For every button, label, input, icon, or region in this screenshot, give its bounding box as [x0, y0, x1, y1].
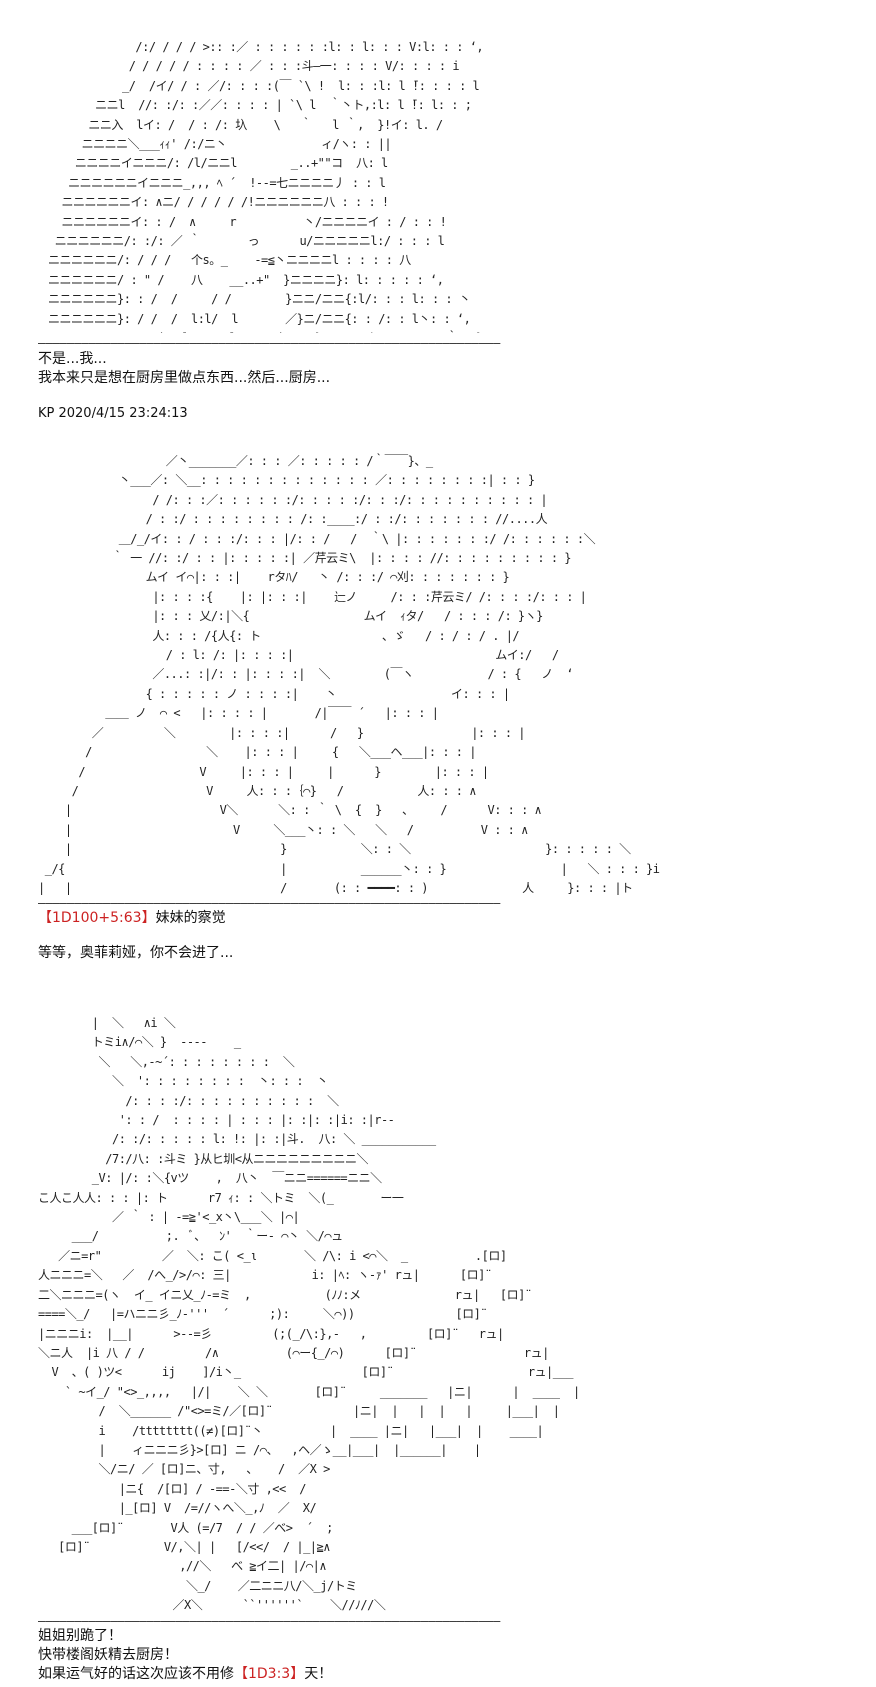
dice-roll-2: 【1D3:3】: [234, 1666, 305, 1682]
ascii-art-2-line: ムイ イ⌒|: : :| rタﾊ/ 丶 /: : :/ ⌒刈: : : : : …: [38, 570, 510, 585]
ascii-art-3-line: ＼/ニ/ ／ [ロ]ニ、寸, 、 / ／X >: [38, 1462, 331, 1477]
ascii-art-3: | ＼ ∧i ＼ トミi∧/⌒＼ } ---- _ ＼ ＼,-~´: : : :…: [38, 1014, 580, 1614]
ascii-art-2-line: | | / (: : ━━━━: : ) 人 }: : : |ト: [38, 880, 633, 895]
ascii-art-3-line: |_[ロ] V /=//ヽへ＼_,ﾉ ／ X/: [38, 1501, 317, 1516]
ascii-art-3-line: _V: |/: :＼{vツ , 八丶 ￣ニニ======ニニ＼: [38, 1171, 382, 1186]
dice-roll-1: 【1D100+5:63】: [38, 910, 156, 926]
ascii-art-3-line: / ＼______ /"<>=ミ/／[ロ]¨ |ニ| | | | | |___|…: [38, 1404, 560, 1419]
ascii-art-3-line: | ィニニニ彡}>[ロ] ニ /⌒、 ,ヘ／ゝ__|___| |______| …: [38, 1442, 482, 1457]
ascii-art-2-line: { : : : : : ノ : : : :| 丶 イ: : : |: [38, 686, 511, 701]
ascii-art-3-line: |ニ{ /[ロ] / -==-＼寸 ,<< /: [38, 1481, 307, 1496]
ascii-art-1-line: ニニニニニニ// / ／:::l // -=l ／ : :}ニニニニ入 : : …: [48, 329, 483, 333]
ascii-art-3-line: こ人こ人人: : : |: ト r7 ｨ: : ＼トミ ＼(_ ー一: [38, 1190, 404, 1205]
ascii-art-3-line: i /tttttttt((≠)[ロ]¨丶 | ____ |ニ| |___| | …: [38, 1423, 544, 1438]
ascii-art-3-line: ___/ ;. ﾞ、 ﾝ' ｀ー‐ ⌒丶 ＼/⌒ュ: [38, 1229, 343, 1244]
ascii-art-2-line: ＿＿ ノ ⌒ < |: : : : | /|￣￣ ´ |: : : |: [38, 706, 439, 721]
ascii-art-1-line: _/ /イ/ / : ／/: : : :(￣ `\ ! l: : :l: l ̄…: [48, 78, 480, 93]
separator-2: ————————————————————————————————————————…: [38, 896, 501, 910]
ascii-art-2: ／丶_______／: : : ／: : : : : /｀￣￣}、_ 丶___／…: [38, 452, 660, 896]
ascii-art-2-line: ／ ＼ |: : : :| / } |: : : |: [38, 725, 526, 740]
ascii-art-3-line: ====＼_/ |=ハニニ彡_ﾉ-''' ´ ;): ＼⌒)) [ロ]¨: [38, 1307, 488, 1322]
ascii-art-3-line: ＼ニ人 |i 八 / / /∧ (⌒ー{_/⌒) [ロ]¨ rュ|: [38, 1345, 549, 1360]
ascii-art-1-line: ニニl //: :/: :／／: : : : | `\ l ｀丶ト,:l: l …: [48, 98, 472, 113]
ascii-art-3-line: /7:/八: :斗ミ }从ヒ圳<从ニニニニニニニニニ＼: [38, 1151, 368, 1166]
post-3-line-1: 姐姐别跪了！: [38, 1628, 122, 1644]
ascii-art-1-line: ニニニニニニイニニニ_,,, ﾍ ´ !--=七ニニニニ丿 : : l: [48, 175, 386, 190]
ascii-art-1-line: ニニニニニニ/: / / / 个s。_ -=≦丶ニニニニl : : : : 八: [48, 253, 411, 268]
ascii-art-2-line: ／丶_______／: : : ／: : : : : /｀￣￣}、_: [38, 454, 433, 468]
post-1-line-1: 不是...我...: [38, 351, 107, 367]
ascii-art-3-line: ': : / : : : : | : : : |: :|: :|i: :|r‐‐: [38, 1113, 395, 1128]
ascii-art-3-line: | ＼ ∧i ＼: [38, 1016, 176, 1030]
ascii-art-2-line: ｀ 一 //: :/ : : |: : : : :| ／芹云ミ\ |: : : …: [38, 551, 572, 566]
post-2-title: 妹妹的察觉: [155, 910, 226, 926]
ascii-art-2-line: ／...: :|/: : |: : : :| ＼ (￣ヽ / : { ノ ‘: [38, 667, 573, 682]
ascii-art-1-line: ニニニニ＼___ｨｨ' /:/ニ丶 ィ/ヽ: : ||: [48, 137, 392, 152]
ascii-art-2-line: / V 人: : :｛⌒} / 人: : : ∧: [38, 783, 477, 798]
ascii-art-2-line: / : l: /: |: : : :| ムイ:/ /: [38, 648, 559, 663]
ascii-art-1-line: ニニニニニニ/: :/: ／ ｀ っ u/ニニニニニl:/ : : : l: [48, 234, 445, 249]
ascii-art-3-line: [ロ]¨ V/,＼| | [/<</ / |_|≧∧: [38, 1539, 330, 1554]
ascii-art-2-line: / V |: : : | | } |: : : |: [38, 764, 489, 779]
post-2-header: 【1D100+5:63】妹妹的察觉: [38, 909, 226, 928]
ascii-art-1-line: /:/ / / / >:: :／ : : : : : :l: : l: : : …: [48, 40, 484, 54]
ascii-art-2-line: / ＼ |: : : | { ＼___ヘ___|: : : |: [38, 745, 476, 760]
ascii-art-2-line: | V＼ ＼: : ｀ \ { } 、 / V: : : ∧: [38, 803, 542, 818]
post-3-line-2: 快带楼阁妖精去厨房！: [38, 1647, 178, 1663]
ascii-art-3-line: |ニニニi: |__| >--=彡 (;(_/\:},- , [ロ]¨ rュ|: [38, 1326, 504, 1341]
ascii-art-1-line: ニニニニニニイ: ∧ニ/ / / / / /!ニニニニニニ八 : : : !: [48, 195, 389, 210]
ascii-art-3-line: ___[ロ]¨ V人 (=/7 / / ／べ> ´ ;: [38, 1520, 334, 1535]
ascii-art-2-line: ＿/_/イ: : / : : :/: : : |/: : / / ｀\ |: :…: [38, 531, 596, 546]
ascii-art-1: /:/ / / / >:: :／ : : : : : :l: : l: : : …: [38, 38, 483, 333]
ascii-art-3-line: ／X＼ ``''''''` ＼//ﾉ//＼: [38, 1598, 386, 1613]
ascii-art-3-line: ／ ｀ : | -=≧'<_x丶\___＼ |⌒|: [38, 1210, 300, 1225]
ascii-art-1-line: ニニニニイニニニ/: /l/ニニl _..+""コ 八: l: [48, 156, 388, 171]
ascii-art-3-line: ／ニ=r" ／ ＼: こ( <_ι ＼ /\: i <⌒＼ _ .[ロ]: [38, 1248, 507, 1263]
ascii-art-2-line: / /: : :／: : : : : :/: : : : :/: : :/: :…: [38, 492, 548, 507]
ascii-art-1-line: ニニニニニニ}: / / / l:l/ l ／}ニ/ニニ{: : /: : l丶…: [48, 311, 471, 326]
separator-3: ————————————————————————————————————————…: [38, 1614, 501, 1628]
ascii-art-3-line: 人ニニニ=＼ ／ /へ_/>/⌒: 三| i: |ﾍ: ヽ-ｧ' rュ| [ロ]…: [38, 1268, 492, 1283]
ascii-art-3-line: ,//＼ べ ≧イ二| |/⌒|∧: [38, 1559, 327, 1574]
post-3-line-3-end: 天！: [304, 1666, 333, 1682]
ascii-art-2-line: |: : : :{ |: |: : :| 辷ノ /: : :芹云ミ/ /: : …: [38, 589, 587, 604]
post-1-line-2: 我本来只是想在厨房里做点东西...然后...厨房...: [38, 370, 331, 386]
ascii-art-1-line: / / / / / : : : : ／ : : :斗—一: : : : V/: …: [48, 59, 460, 74]
ascii-art-3-line: V 、( )ツ< ij ]/i丶_ [ロ]¨ rュ|___: [38, 1365, 573, 1380]
ascii-art-3-line: ＼ ': : : : : : : : 丶: : : 丶: [38, 1074, 329, 1089]
ascii-art-2-line: _/{ | ______丶: : } | ＼ : : : }i: [38, 861, 660, 876]
ascii-art-3-line: ` ~イ_/ "<>_,,,, |/| ＼ ＼ [ロ]¨ _______ |ニ|…: [38, 1384, 580, 1399]
post-2-line-1: 等等，奥菲莉娅，你不会进了...: [38, 945, 234, 961]
ascii-art-2-line: 丶___／: ＼__: : : : : : : : : : : : : ／: :…: [38, 473, 535, 488]
ascii-art-3-line: ＼ ＼,-~´: : : : : : : : ＼: [38, 1054, 295, 1069]
ascii-art-3-line: /: : : :/: : : : : : : : : : ＼: [38, 1093, 339, 1108]
ascii-art-2-line: / : :/ : : : : : : : : /: :____:/ : :/: …: [38, 512, 548, 527]
ascii-art-1-line: ニニニニニニ}: : / / / / }ニニ/ニニ{:l/: : : l: : …: [48, 292, 471, 307]
ascii-art-2-line: | } ＼: : ＼ }: : : : : ＼: [38, 842, 631, 857]
ascii-art-2-line: | V ＼___丶: : ＼ ＼ / V : : ∧: [38, 822, 528, 837]
ascii-art-1-line: ニニニニニニイ: : / ∧ r 丶/ニニニニイ : / : : !: [48, 214, 447, 229]
ascii-art-3-line: トミi∧/⌒＼ } ---- _: [38, 1035, 241, 1050]
ascii-art-3-line: ＼_/ ／二ニニ八/＼_j/トミ: [38, 1578, 357, 1593]
post-timestamp: KP 2020/4/15 23:24:13: [38, 406, 188, 421]
ascii-art-2-line: |: : : 乂/:|＼{ ムイ ｨタ/ / : : : /: }ヽ}: [38, 609, 543, 624]
post-3-line-3-text: 如果运气好的话这次应该不用修: [38, 1666, 234, 1682]
ascii-art-1-line: ニニ入 lイ: / / : /: 圦 \ ｀ l ｀, }!イ: l. /: [48, 117, 443, 132]
ascii-art-1-line: ニニニニニニ/ : " / 八 __..+" }ニニニニ}: l: : : : …: [48, 272, 444, 287]
ascii-art-3-line: /: :/: : : : : l: !: |: :|斗. 八: ＼ ______…: [38, 1132, 436, 1147]
post-3-line-3: 如果运气好的话这次应该不用修【1D3:3】天！: [38, 1665, 332, 1684]
separator-1: ————————————————————————————————————————…: [38, 336, 501, 350]
ascii-art-3-line: 二＼ニニニ=(ヽ イ_ イニ乂_ﾉ-=ミ , (ﾉﾉ:メ rュ| [ロ]¨: [38, 1287, 532, 1302]
ascii-art-2-line: 人: : : /{人{: ト 、ゞ / : / : / . |/: [38, 628, 520, 643]
